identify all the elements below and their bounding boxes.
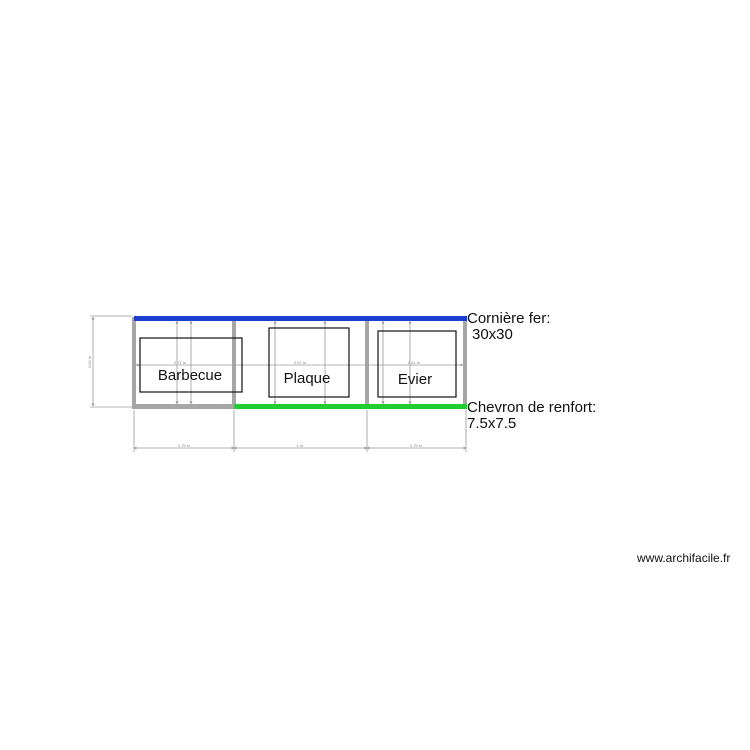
dim-left-width: 0.75 m — [178, 443, 191, 448]
archifacile-credit: www.archifacile.fr — [637, 551, 731, 565]
plaque-box — [268, 327, 350, 398]
corniere-label-line1: Cornière fer: — [467, 310, 550, 327]
chevron-bar — [234, 404, 467, 409]
dim-barbecue-width: 0.71 m — [174, 360, 187, 365]
frame-post-right — [463, 319, 467, 408]
barbecue-label: Barbecue — [158, 367, 222, 384]
evier-label: Evier — [398, 371, 432, 388]
corniere-label-line2: 30x30 — [472, 326, 513, 343]
plaque-label: Plaque — [284, 370, 331, 387]
height-dimension — [90, 315, 132, 408]
dim-evier-width: 0.61 m — [408, 360, 421, 365]
dim-height: 0.66 m — [87, 355, 92, 368]
chevron-label-line1: Chevron de renfort: — [467, 399, 596, 416]
frame-bottom-rail — [132, 404, 234, 409]
dim-middle-width: 1 m — [297, 443, 304, 448]
bottom-dimensions — [133, 410, 467, 452]
evier-box — [377, 330, 457, 398]
chevron-label-line2: 7.5x7.5 — [467, 415, 516, 432]
corniere-bar — [134, 316, 467, 321]
dim-right-width: 0.75 m — [410, 443, 423, 448]
frame-post-mid1 — [232, 319, 236, 408]
dim-plaque-width: 0.57 m — [294, 360, 307, 365]
frame-post-left — [132, 317, 136, 408]
barbecue-box — [139, 337, 243, 393]
frame-post-mid2 — [365, 319, 369, 408]
interior-dimensions — [135, 320, 464, 405]
